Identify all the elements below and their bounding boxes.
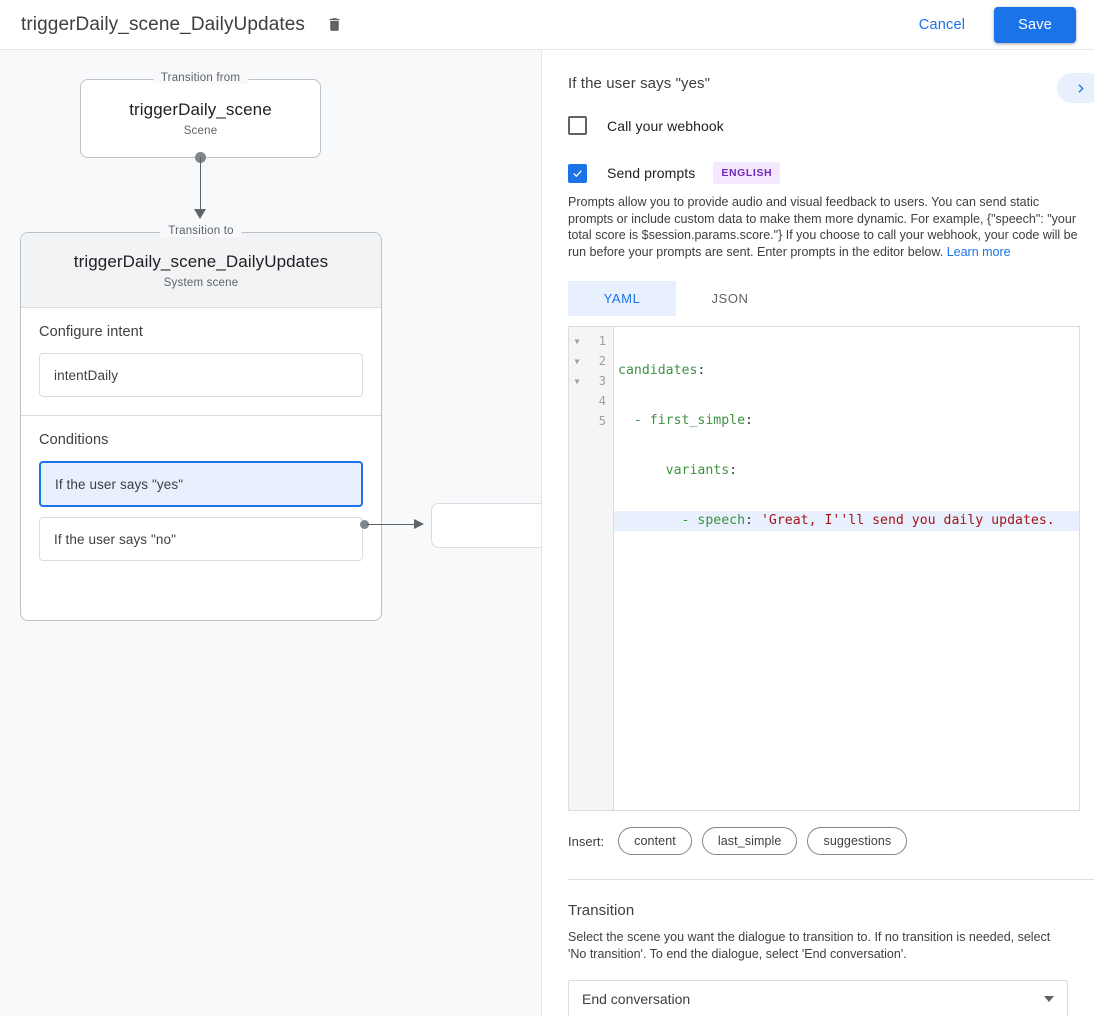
code-key: - speech: [618, 513, 746, 528]
editor-gutter: ▼1 ▼2 ▼3 4 5: [569, 327, 614, 810]
top-app-bar: triggerDaily_scene_DailyUpdates Cancel S…: [0, 0, 1094, 50]
call-webhook-row[interactable]: Call your webhook: [542, 116, 1094, 135]
transition-from-legend: Transition from: [152, 72, 249, 84]
transition-from-subtitle: Scene: [183, 125, 218, 137]
insert-chips-row: Insert: content last_simple suggestions: [568, 827, 1094, 855]
transition-to-title: triggerDaily_scene_DailyUpdates: [73, 251, 329, 271]
editor-format-tabs: YAML JSON: [568, 281, 1094, 316]
line-number: 2: [598, 354, 606, 368]
save-button[interactable]: Save: [994, 6, 1076, 43]
prompt-code-editor[interactable]: ▼1 ▼2 ▼3 4 5 candidates: - first_simple:…: [568, 326, 1080, 811]
insert-label: Insert:: [568, 833, 605, 849]
fold-triangle-icon[interactable]: ▼: [574, 336, 580, 346]
code-line: [614, 561, 1079, 581]
code-value: 'Great, I''ll send you daily updates.: [760, 513, 1055, 528]
chevron-down-icon: [1044, 996, 1054, 1002]
prompts-description: Prompts allow you to provide audio and v…: [568, 194, 1080, 260]
gutter-line: ▼2: [569, 351, 613, 371]
check-icon: [573, 169, 582, 177]
transition-to-header: triggerDaily_scene_DailyUpdates System s…: [21, 233, 381, 308]
editor-code-area[interactable]: candidates: - first_simple: variants: - …: [614, 327, 1079, 810]
code-line: variants:: [614, 461, 1079, 481]
code-punct: :: [745, 413, 753, 428]
line-number: 1: [598, 334, 606, 348]
code-line: candidates:: [614, 361, 1079, 381]
line-number: 4: [598, 394, 606, 408]
chevron-right-icon-glyph: [1077, 83, 1084, 93]
tab-yaml[interactable]: YAML: [568, 281, 676, 316]
call-webhook-checkbox[interactable]: [568, 116, 587, 135]
scene-graph-canvas[interactable]: Transition from triggerDaily_scene Scene…: [0, 50, 541, 1016]
gutter-line: 4: [569, 391, 613, 411]
code-line: - first_simple:: [614, 411, 1079, 431]
trash-icon[interactable]: [321, 12, 347, 38]
conditions-section: Conditions If the user says "yes" If the…: [21, 416, 381, 579]
gutter-line: 5: [569, 411, 613, 431]
section-divider: [568, 879, 1094, 880]
trash-icon-glyph: [329, 18, 339, 31]
connector-arrowhead-down: [194, 209, 206, 219]
details-panel: If the user says "yes" Call your webhook…: [541, 50, 1094, 1016]
panel-title: If the user says "yes": [568, 75, 711, 92]
intent-field[interactable]: intentDaily: [39, 353, 363, 397]
transition-select[interactable]: End conversation: [568, 980, 1068, 1016]
code-punct: :: [697, 363, 706, 378]
conditions-label: Conditions: [39, 432, 109, 448]
transition-description: Select the scene you want the dialogue t…: [568, 930, 1051, 961]
transition-to-node[interactable]: Transition to triggerDaily_scene_DailyUp…: [20, 225, 382, 621]
call-webhook-label: Call your webhook: [607, 117, 724, 134]
transition-to-legend: Transition to: [160, 225, 242, 237]
cancel-button[interactable]: Cancel: [903, 8, 981, 42]
connector-line-vertical: [200, 157, 201, 215]
transition-section: Transition Select the scene you want the…: [542, 880, 1094, 1016]
gutter-line: ▼3: [569, 371, 613, 391]
chevron-right-icon[interactable]: [1057, 73, 1094, 103]
learn-more-link[interactable]: Learn more: [946, 244, 1011, 259]
code-key: variants: [618, 463, 730, 478]
transition-from-node[interactable]: Transition from triggerDaily_scene Scene: [80, 72, 321, 158]
configure-intent-label: Configure intent: [39, 324, 143, 340]
downstream-node-partial[interactable]: [431, 503, 541, 548]
transition-title: Transition: [568, 902, 635, 919]
transition-select-value: End conversation: [582, 991, 691, 1007]
gutter-line: ▼1: [569, 331, 613, 351]
send-prompts-checkbox[interactable]: [568, 163, 587, 183]
prompts-description-text: Prompts allow you to provide audio and v…: [568, 195, 1078, 259]
code-punct: :: [745, 513, 761, 528]
fold-triangle-icon[interactable]: ▼: [574, 356, 580, 366]
condition-item-yes[interactable]: If the user says "yes": [39, 461, 363, 507]
transition-from-title: triggerDaily_scene: [129, 100, 272, 119]
panel-header: If the user says "yes": [542, 50, 1094, 92]
code-key: candidates: [618, 363, 698, 378]
condition-connector-dot: [360, 520, 369, 529]
top-bar-actions: Cancel Save: [903, 6, 1094, 43]
send-prompts-row[interactable]: Send prompts ENGLISH: [542, 162, 1094, 184]
tab-json[interactable]: JSON: [711, 291, 749, 306]
insert-chip-content[interactable]: content: [618, 827, 692, 855]
code-key: - first_simple: [618, 413, 746, 428]
fold-triangle-icon[interactable]: ▼: [574, 376, 580, 386]
code-line: - speech: 'Great, I''ll send you daily u…: [614, 511, 1079, 531]
condition-item-no[interactable]: If the user says "no": [39, 517, 363, 561]
send-prompts-label: Send prompts: [607, 165, 696, 181]
transition-to-subtitle: System scene: [163, 276, 239, 289]
condition-connector-arrowhead: [414, 519, 424, 529]
line-number: 3: [598, 374, 606, 388]
code-punct: :: [729, 463, 738, 478]
condition-connector-line: [366, 524, 418, 525]
configure-intent-section: Configure intent intentDaily: [21, 308, 381, 416]
page-title: triggerDaily_scene_DailyUpdates: [21, 13, 306, 35]
insert-chip-last-simple[interactable]: last_simple: [701, 827, 798, 855]
line-number: 5: [598, 414, 606, 428]
insert-chip-suggestions[interactable]: suggestions: [807, 827, 908, 855]
language-badge: ENGLISH: [713, 162, 781, 184]
